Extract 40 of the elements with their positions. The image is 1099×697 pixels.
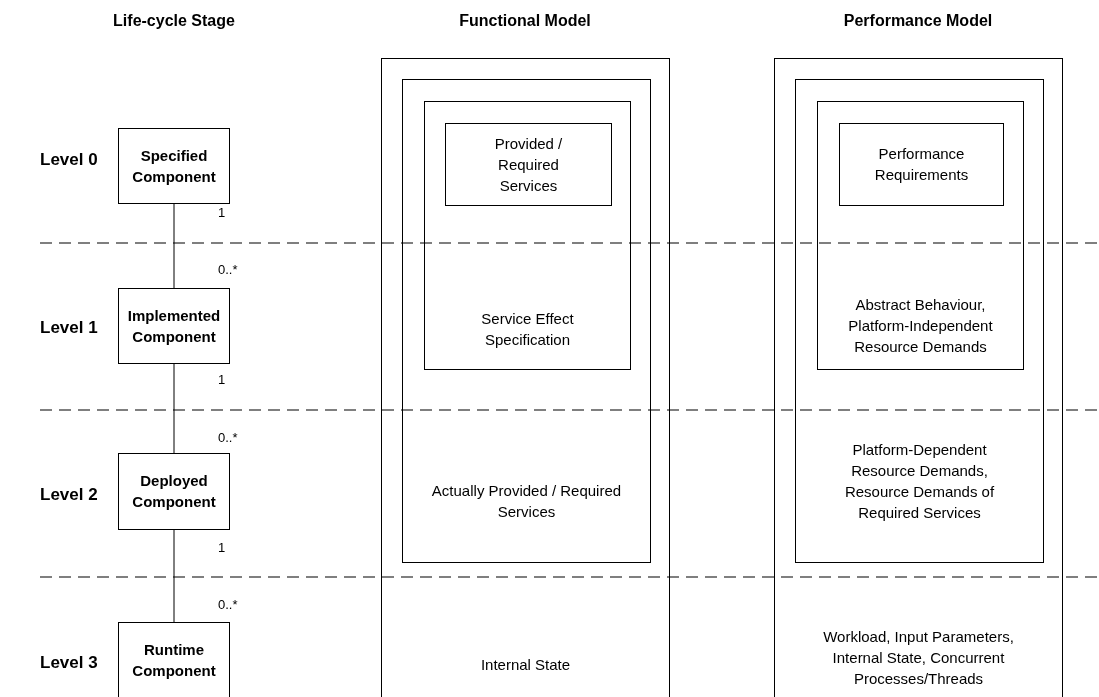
model-box [774, 58, 1063, 697]
component-box [118, 622, 230, 697]
multiplicity-label: 1 [218, 540, 226, 555]
model-element-text: Internal State [480, 654, 571, 675]
model-element-text: Abstract Behaviour, Platform-Independent Resource Demands [847, 294, 994, 357]
model-element-text: Workload, Input Parameters, Internal State, Concurrent Processes/Threads [822, 626, 1015, 689]
model-box [381, 58, 670, 697]
model-box [839, 123, 1004, 206]
model-box [795, 79, 1044, 563]
component-name: Runtime Component [131, 640, 217, 681]
association-line [173, 363, 175, 454]
component-box [118, 128, 230, 204]
component-name: Specified Component [131, 146, 217, 187]
model-box [424, 101, 631, 370]
association-line [173, 529, 175, 623]
level-label: Level 1 [40, 318, 98, 338]
column-heading: Performance Model [843, 12, 993, 30]
level-label: Level 2 [40, 485, 98, 505]
component-name: Deployed Component [131, 471, 217, 512]
component-box [118, 453, 230, 530]
multiplicity-label: 0..* [218, 262, 238, 277]
level-label: Level 0 [40, 150, 98, 170]
multiplicity-label: 0..* [218, 430, 238, 445]
component-box [118, 288, 230, 364]
level-label: Level 3 [40, 653, 98, 673]
model-box [402, 79, 651, 563]
multiplicity-label: 1 [218, 205, 226, 220]
model-element-text: Actually Provided / Required Services [430, 481, 623, 522]
component-name: Implemented Component [126, 306, 222, 347]
association-line [173, 203, 175, 289]
model-box [445, 123, 612, 206]
column-heading: Life-cycle Stage [113, 12, 235, 30]
model-element-text: Platform-Dependent Resource Demands, Resource Demands of Required Services [843, 440, 996, 523]
model-element-text: Service Effect Specification [480, 309, 575, 350]
model-element-text: Performance Requirements [873, 144, 970, 185]
model-element-text: Provided / Required Services [493, 133, 564, 196]
multiplicity-label: 1 [218, 372, 226, 387]
multiplicity-label: 0..* [218, 597, 238, 612]
model-box [817, 101, 1024, 370]
column-heading: Functional Model [459, 12, 591, 30]
